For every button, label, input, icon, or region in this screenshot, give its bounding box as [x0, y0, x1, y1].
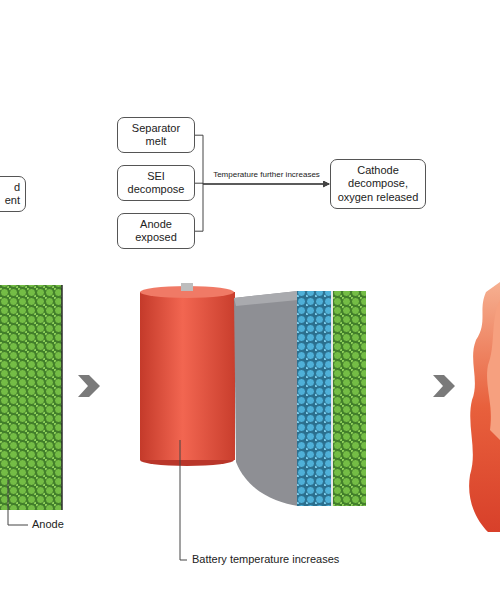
leader-line: [180, 440, 187, 560]
process-box: Anode exposed: [117, 213, 195, 249]
leader-line: [8, 480, 28, 525]
box-text: d ent: [0, 181, 20, 207]
cathode-layer: [297, 291, 332, 506]
box-text: SEI decompose: [123, 170, 189, 196]
layer-gap: [331, 291, 333, 506]
part-label: Anode: [32, 518, 64, 531]
anode-layer: [0, 285, 62, 510]
sheet-highlight: [234, 291, 298, 306]
box-text: Cathode decompose, oxygen released: [336, 164, 420, 204]
fire-illustration: [469, 282, 500, 532]
edge-label: Temperature further increases: [212, 170, 321, 180]
anode-layer: [333, 291, 366, 506]
box-text: Anode exposed: [123, 218, 189, 244]
part-label: Battery temperature increases: [192, 553, 339, 566]
box-text: Separator melt: [123, 122, 189, 148]
process-box: Cathode decompose, oxygen released: [330, 159, 426, 209]
flow-arrow: [195, 184, 329, 231]
battery-cylinder: [140, 292, 235, 460]
layer-edge: [61, 285, 63, 510]
process-box: d ent: [0, 176, 26, 212]
process-box: Separator melt: [117, 117, 195, 153]
step-chevron: [433, 375, 455, 397]
separator-sheet: [234, 291, 298, 506]
flame-highlight: [487, 300, 500, 440]
step-chevron: [78, 375, 100, 397]
flow-arrow: [195, 135, 329, 184]
battery-terminal: [181, 283, 193, 291]
process-box: SEI decompose: [117, 165, 195, 201]
